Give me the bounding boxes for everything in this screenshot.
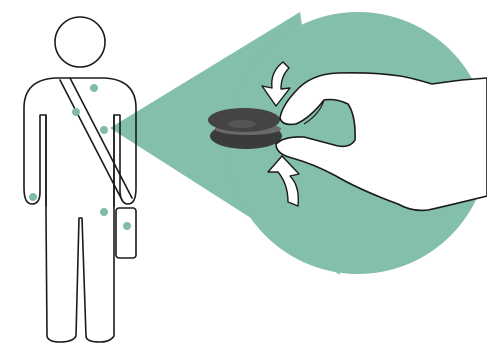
figure-head bbox=[55, 17, 105, 67]
sensor-clip-icon bbox=[208, 108, 282, 149]
placement-dot bbox=[100, 126, 108, 134]
placement-dot bbox=[29, 193, 37, 201]
placement-dot bbox=[90, 84, 98, 92]
placement-dot bbox=[72, 108, 80, 116]
placement-dot bbox=[100, 208, 108, 216]
shoulder-strap bbox=[60, 78, 132, 200]
human-silhouette-icon bbox=[24, 17, 136, 342]
placement-dot bbox=[123, 222, 131, 230]
hip-bag bbox=[116, 208, 136, 258]
placement-dots bbox=[29, 84, 131, 230]
device-top-highlight bbox=[228, 120, 256, 128]
device-top bbox=[208, 108, 280, 132]
